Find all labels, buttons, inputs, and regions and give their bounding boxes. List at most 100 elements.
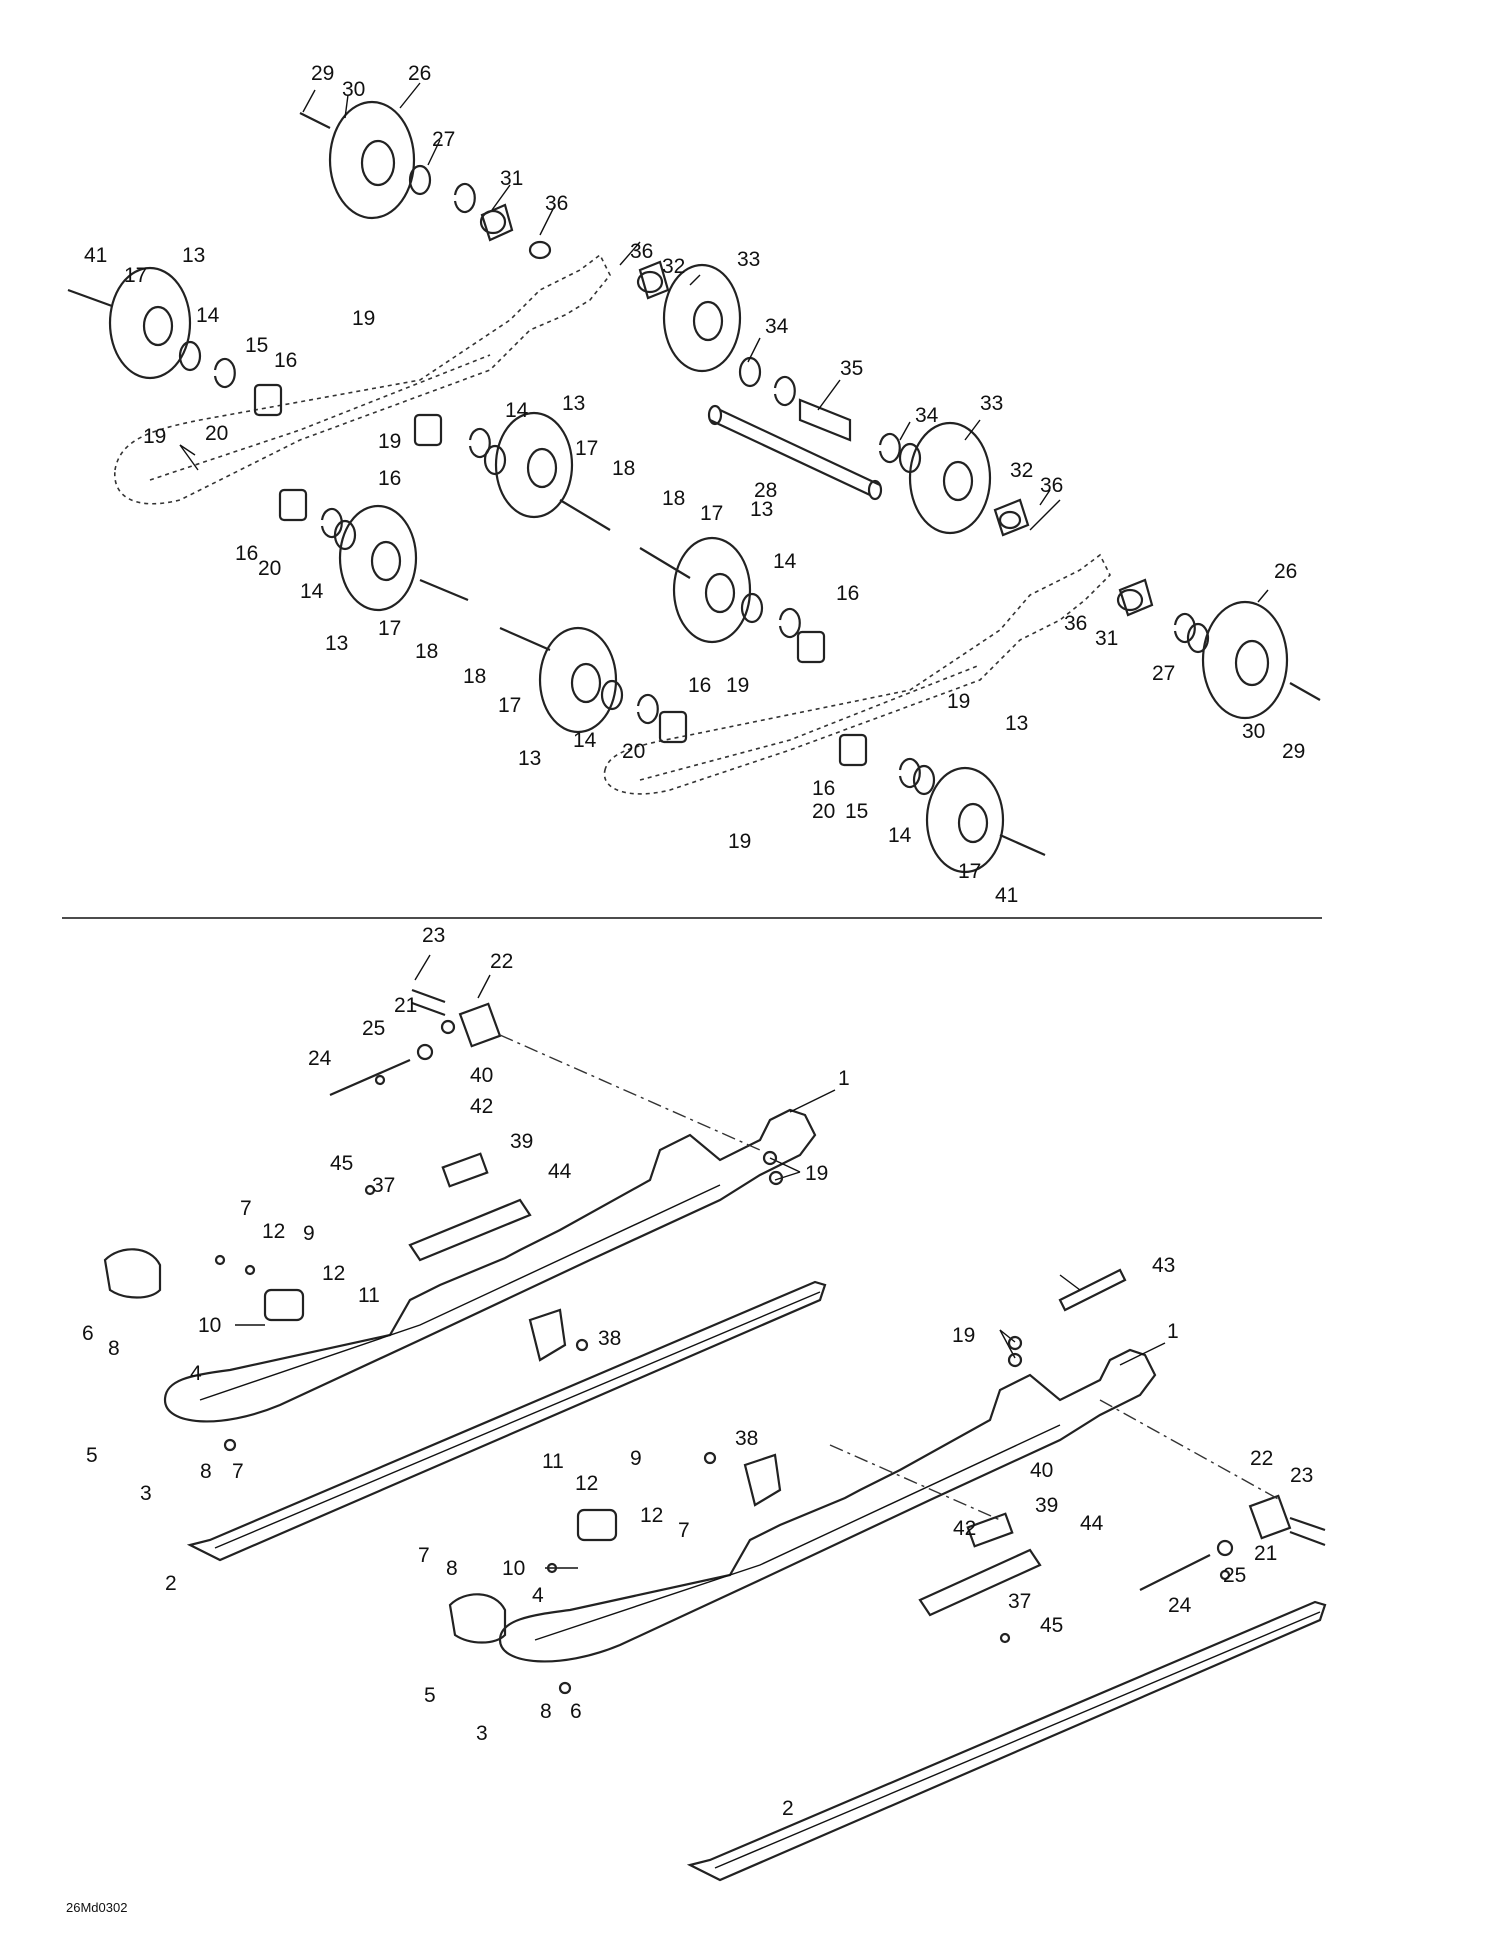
callout-12-lowerright: 12: [575, 1472, 598, 1495]
callout-23-left: 23: [422, 924, 445, 947]
callout-19-bottom: 19: [728, 830, 751, 853]
callout-12b-lowerright: 12: [640, 1504, 663, 1527]
left-rail-dotted: [114, 253, 611, 505]
callout-40-right: 40: [1030, 1459, 1053, 1482]
callout-17-mid: 17: [575, 437, 598, 460]
right-rail: [498, 1348, 1157, 1663]
callout-16-left: 16: [274, 349, 297, 372]
callout-3-lowerleft: 3: [140, 1482, 152, 1505]
callout-16-lowright: 16: [812, 777, 835, 800]
callout-43: 43: [1152, 1254, 1175, 1277]
left-slide-2-edge: [214, 1291, 821, 1549]
callout-6-lowerleft: 6: [82, 1322, 94, 1345]
callout-39-left: 39: [510, 1130, 533, 1153]
callout-36-mid: 36: [630, 240, 653, 263]
callout-44-left: 44: [548, 1160, 572, 1183]
right-slide-2-edge: [714, 1611, 1321, 1869]
callout-13-mid: 13: [562, 392, 585, 415]
lower-labels: 23 22 21 25 24 40 1 42 39 45 37 44 19 7 …: [82, 924, 1313, 1820]
callout-44-right: 44: [1080, 1512, 1104, 1535]
callout-31-lowright: 31: [1095, 627, 1118, 650]
callout-26-top: 26: [408, 62, 431, 85]
callout-29-top: 29: [311, 62, 334, 85]
callout-30-top: 30: [342, 78, 365, 101]
callout-28: 28: [754, 479, 777, 502]
wheel-13-upper-left: [108, 266, 192, 380]
callout-8-lowerright: 8: [446, 1557, 458, 1580]
callout-13-lowleft: 13: [325, 632, 348, 655]
callout-31-top: 31: [500, 167, 523, 190]
callout-25-right: 25: [1223, 1564, 1246, 1587]
callout-19-lowerleft: 19: [805, 1162, 828, 1185]
callout-27-right: 27: [1152, 662, 1175, 685]
callout-37-left: 37: [372, 1174, 395, 1197]
hardware-lower: [214, 1019, 1231, 1695]
callout-8b-lowerright: 8: [540, 1700, 552, 1723]
callout-34-mid: 34: [765, 315, 789, 338]
callout-17-bottom: 17: [958, 860, 981, 883]
callout-9-lowerleft: 9: [303, 1222, 315, 1245]
drawing-code: 26Md0302: [66, 1900, 127, 1915]
block-22-right: [1139, 1494, 1326, 1591]
block-22-left: [329, 988, 502, 1097]
right-slide-2: [686, 1600, 1327, 1882]
callout-5-lowerright: 5: [424, 1684, 436, 1707]
callout-23-right: 23: [1290, 1464, 1313, 1487]
leader-lines-lower: [235, 954, 1166, 1569]
wheel-13-mid: [494, 411, 574, 519]
callout-16-mid: 16: [378, 467, 401, 490]
callout-41-bottom: 41: [995, 884, 1018, 907]
callout-35: 35: [840, 357, 863, 380]
wheel-13-lower-left: [338, 504, 418, 612]
bumper-5-left: [103, 1248, 162, 1299]
plate-39-44-left: [408, 1152, 532, 1262]
callout-30-right: 30: [1242, 720, 1265, 743]
callout-22-right: 22: [1250, 1447, 1273, 1470]
bumper-5-right: [448, 1593, 507, 1644]
callout-36-top: 36: [545, 192, 568, 215]
plate-39-44-right: [918, 1512, 1042, 1617]
callout-17-lower: 17: [498, 694, 521, 717]
callout-19-lower: 19: [726, 674, 749, 697]
callout-25-left: 25: [362, 1017, 385, 1040]
callout-7b-lowerright: 7: [418, 1544, 430, 1567]
callout-22-left: 22: [490, 950, 513, 973]
callout-7b-lowerleft: 7: [232, 1460, 244, 1483]
callout-42-right: 42: [953, 1517, 976, 1540]
callout-20-lowleft: 20: [258, 557, 281, 580]
callout-18-mid: 18: [612, 457, 635, 480]
circlips: [213, 182, 1196, 789]
callout-20-lowright: 20: [812, 800, 835, 823]
wheel-26-right: [1201, 600, 1289, 720]
callout-10-lowerleft: 10: [198, 1314, 221, 1337]
callout-16-center: 16: [836, 582, 859, 605]
callout-21-left: 21: [394, 994, 417, 1017]
callout-15-left: 15: [245, 334, 268, 357]
callout-2-lowerright: 2: [782, 1797, 794, 1820]
callout-33-right: 33: [980, 392, 1003, 415]
callout-20-left: 20: [205, 422, 228, 445]
wheel-33-right: [908, 421, 992, 535]
callout-4-lowerright: 4: [532, 1584, 544, 1607]
assembly-line-right: [1099, 1399, 1281, 1501]
callout-38-lowerright: 38: [735, 1427, 758, 1450]
callout-18-center: 18: [662, 487, 685, 510]
callout-45-left: 45: [330, 1152, 353, 1175]
callout-24-right: 24: [1168, 1594, 1192, 1617]
callout-12b-lowerleft: 12: [322, 1262, 345, 1285]
callout-16-lowleft: 16: [235, 542, 258, 565]
callout-9-lowerright: 9: [630, 1447, 642, 1470]
callout-13-left: 13: [182, 244, 205, 267]
wheel-33-upper: [662, 263, 742, 373]
callout-6-lowerright: 6: [570, 1700, 582, 1723]
callout-14-lowleft: 14: [300, 580, 324, 603]
callout-15-lowright: 15: [845, 800, 868, 823]
callout-19-mid: 19: [378, 430, 401, 453]
callout-11-lowerleft: 11: [358, 1284, 380, 1307]
right-rail-dotted: [603, 553, 1111, 795]
axle-28: [707, 404, 883, 501]
callout-40-left: 40: [470, 1064, 493, 1087]
callout-41-left: 41: [84, 244, 107, 267]
cup-38-right: [743, 1453, 782, 1507]
